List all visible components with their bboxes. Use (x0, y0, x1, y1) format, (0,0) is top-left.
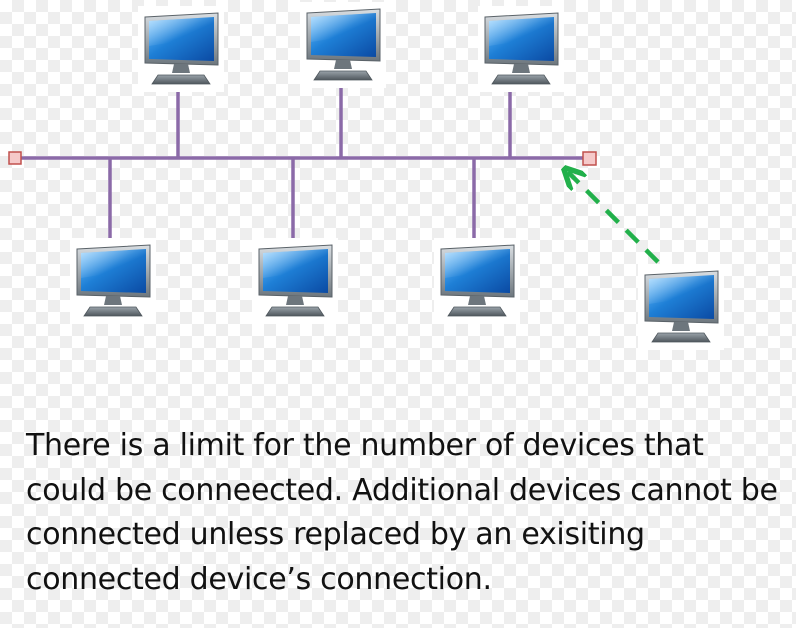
drop-lines (108, 84, 512, 240)
terminator-right-icon (582, 151, 597, 166)
computer-top-1-monitor-icon (138, 6, 224, 92)
diagram-caption: There is a limit for the number of devic… (26, 428, 778, 597)
computer-bottom-3-monitor-icon (434, 238, 520, 324)
terminator-left-icon (8, 151, 22, 165)
computer-top-3-monitor-icon (478, 6, 564, 92)
computer-bottom-2-monitor-icon (252, 238, 338, 324)
computer-bottom-1-monitor-icon (70, 238, 156, 324)
computer-top-2-monitor-icon (300, 2, 386, 88)
computer-new-monitor-icon (638, 264, 724, 350)
new-connection-arrow (568, 172, 660, 264)
